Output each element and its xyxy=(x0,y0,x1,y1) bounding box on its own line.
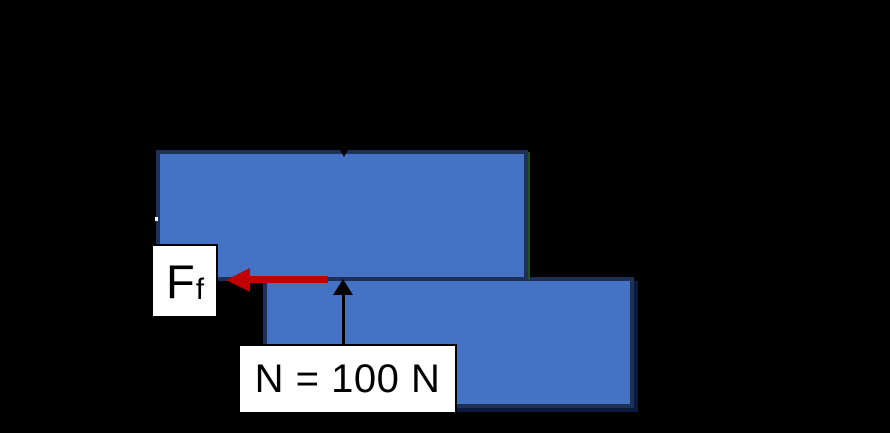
normal-arrow-shaft xyxy=(342,293,345,346)
normal-force-label: N = 100 N xyxy=(238,344,457,414)
white-speck-artifact xyxy=(155,217,158,221)
top-block-right-edge-artifact xyxy=(528,152,530,280)
friction-force-symbol: F xyxy=(165,254,195,308)
friction-arrow-shaft xyxy=(248,276,328,283)
down-arrowhead-icon xyxy=(337,144,351,157)
friction-arrow-icon xyxy=(226,268,250,292)
normal-arrow-icon xyxy=(333,279,353,295)
normal-force-text: N = 100 N xyxy=(254,356,441,401)
friction-force-subscript: f xyxy=(195,273,205,306)
